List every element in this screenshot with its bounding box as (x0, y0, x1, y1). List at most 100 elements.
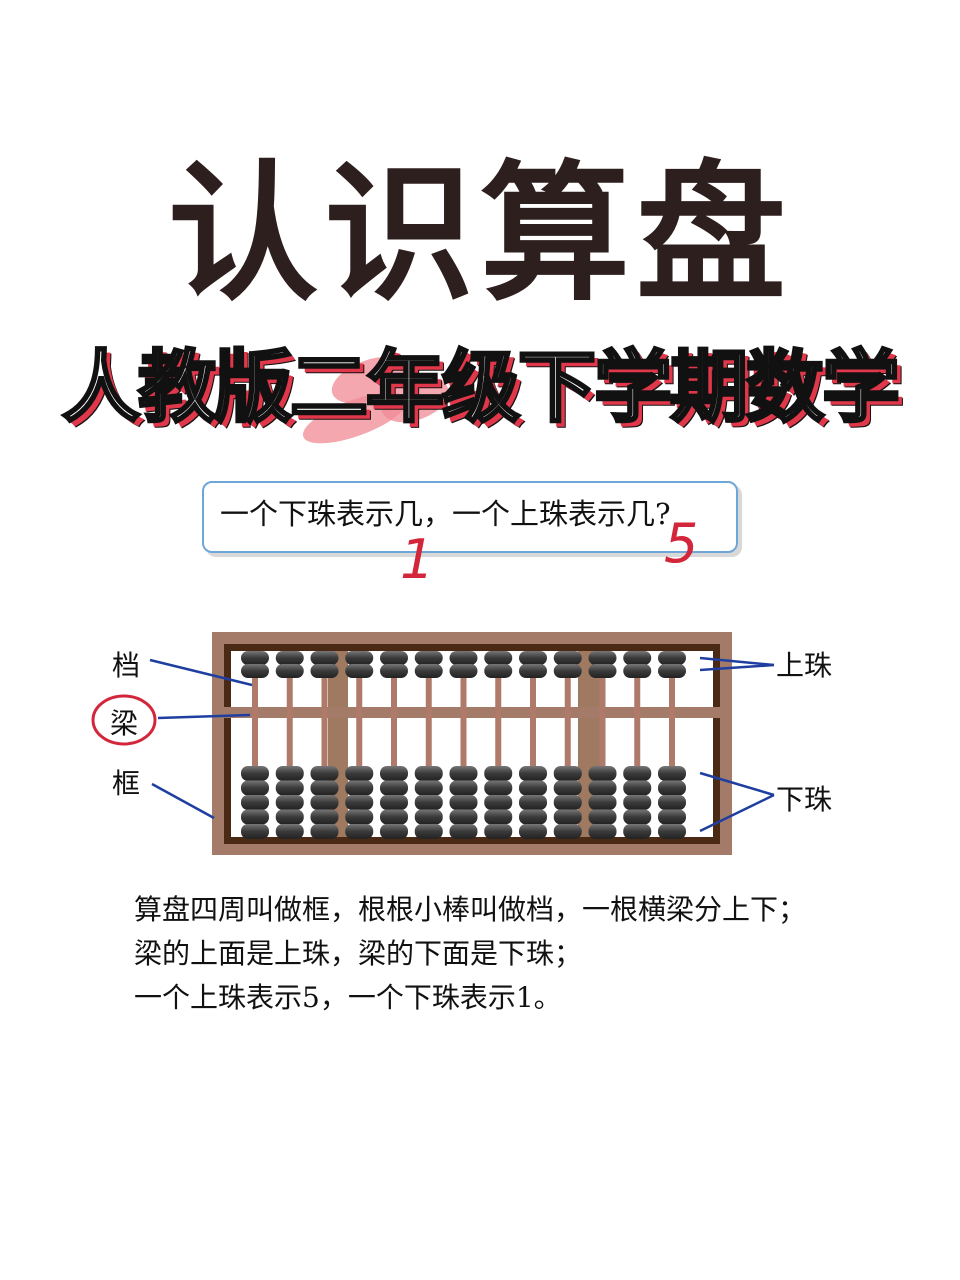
upper-bead (519, 651, 547, 665)
label-upper-bead: 上珠 (776, 649, 833, 682)
lower-bead (553, 795, 582, 810)
pointer-upper-bead (699, 656, 775, 667)
upper-bead (658, 651, 686, 665)
answer-upper: 5 (664, 512, 699, 575)
upper-bead (623, 664, 652, 678)
lower-bead (275, 824, 304, 839)
upper-bead (275, 664, 304, 678)
abacus-rod (634, 651, 641, 837)
lower-bead (345, 809, 374, 825)
pointer-rod (149, 658, 253, 687)
lower-bead (519, 809, 547, 825)
lower-bead (658, 780, 686, 796)
abacus-rod (391, 651, 397, 837)
upper-bead (310, 664, 339, 678)
lower-bead (310, 795, 339, 810)
upper-bead (414, 664, 443, 678)
abacus-beam (224, 707, 720, 718)
pointer-frame (151, 782, 215, 820)
lower-bead (553, 809, 582, 825)
label-beam: 梁 (110, 707, 139, 740)
abacus-rod (495, 651, 502, 837)
lower-bead (553, 766, 582, 781)
label-frame: 框 (112, 767, 141, 800)
lower-bead (414, 795, 443, 810)
upper-bead (449, 664, 478, 678)
abacus-rod (599, 651, 606, 837)
label-lower-bead: 下珠 (776, 783, 833, 816)
lower-bead (623, 824, 652, 839)
lower-bead (414, 780, 443, 796)
lower-bead (275, 766, 304, 781)
lower-bead (380, 795, 408, 810)
explanation: 算盘四周叫做框，根根小棒叫做档，一根横梁分上下； 梁的上面是上珠，梁的下面是下珠… (134, 888, 806, 1020)
lower-bead (623, 780, 652, 796)
abacus-rod (286, 651, 293, 837)
upper-bead (345, 651, 374, 665)
upper-bead (275, 651, 304, 665)
lower-bead (484, 795, 513, 810)
upper-bead (553, 651, 582, 665)
abacus-rod (321, 651, 328, 837)
lower-bead (310, 766, 339, 781)
pointer-upper-bead (699, 663, 775, 672)
upper-bead (588, 651, 617, 665)
abacus-rod (564, 651, 571, 837)
lower-bead (484, 809, 513, 825)
lower-bead (519, 795, 547, 810)
lower-bead (519, 824, 547, 839)
lower-bead (345, 824, 374, 839)
lower-bead (623, 795, 652, 810)
upper-bead (519, 664, 547, 678)
subtitle: 人教版二年级下学期数学 (60, 342, 901, 435)
label-rod: 档 (112, 649, 141, 682)
pointer-lower-bead (699, 771, 775, 797)
explanation-line: 算盘四周叫做框，根根小棒叫做档，一根横梁分上下； (134, 893, 807, 926)
lower-bead (588, 824, 617, 839)
lower-bead (414, 766, 443, 781)
lower-bead (241, 824, 269, 839)
lower-bead (588, 809, 617, 825)
lower-bead (414, 824, 443, 839)
lower-bead (241, 780, 269, 796)
abacus-rod (669, 651, 675, 837)
abacus-rod (460, 651, 467, 837)
lower-bead (449, 809, 478, 825)
lower-bead (658, 824, 686, 839)
upper-bead (414, 651, 443, 665)
lower-bead (241, 795, 269, 810)
upper-bead (345, 664, 374, 678)
lower-bead (380, 824, 408, 839)
lower-bead (588, 766, 617, 781)
lower-bead (449, 766, 478, 781)
lower-bead (310, 780, 339, 796)
abacus-rod (425, 651, 432, 837)
explanation-line: 一个上珠表示5，一个下珠表示1。 (134, 981, 562, 1014)
lower-bead (658, 766, 686, 781)
abacus-rod (530, 651, 536, 837)
lower-bead (380, 809, 408, 825)
lower-bead (345, 795, 374, 810)
lower-bead (588, 795, 617, 810)
page-title: 认识算盘 (167, 148, 792, 322)
lower-bead (519, 780, 547, 796)
upper-bead (380, 664, 408, 678)
lower-bead (345, 780, 374, 796)
lower-bead (449, 795, 478, 810)
pointer-lower-bead (699, 793, 775, 833)
lower-bead (275, 780, 304, 796)
upper-bead (241, 651, 269, 665)
lower-bead (241, 809, 269, 825)
abacus-rod (356, 651, 363, 837)
lower-bead (658, 795, 686, 810)
lower-bead (310, 809, 339, 825)
upper-bead (310, 651, 339, 665)
lower-bead (310, 824, 339, 839)
lower-bead (553, 780, 582, 796)
upper-bead (484, 664, 513, 678)
upper-bead (380, 651, 408, 665)
lower-bead (449, 780, 478, 796)
lower-bead (484, 780, 513, 796)
lower-bead (623, 766, 652, 781)
lower-bead (484, 824, 513, 839)
